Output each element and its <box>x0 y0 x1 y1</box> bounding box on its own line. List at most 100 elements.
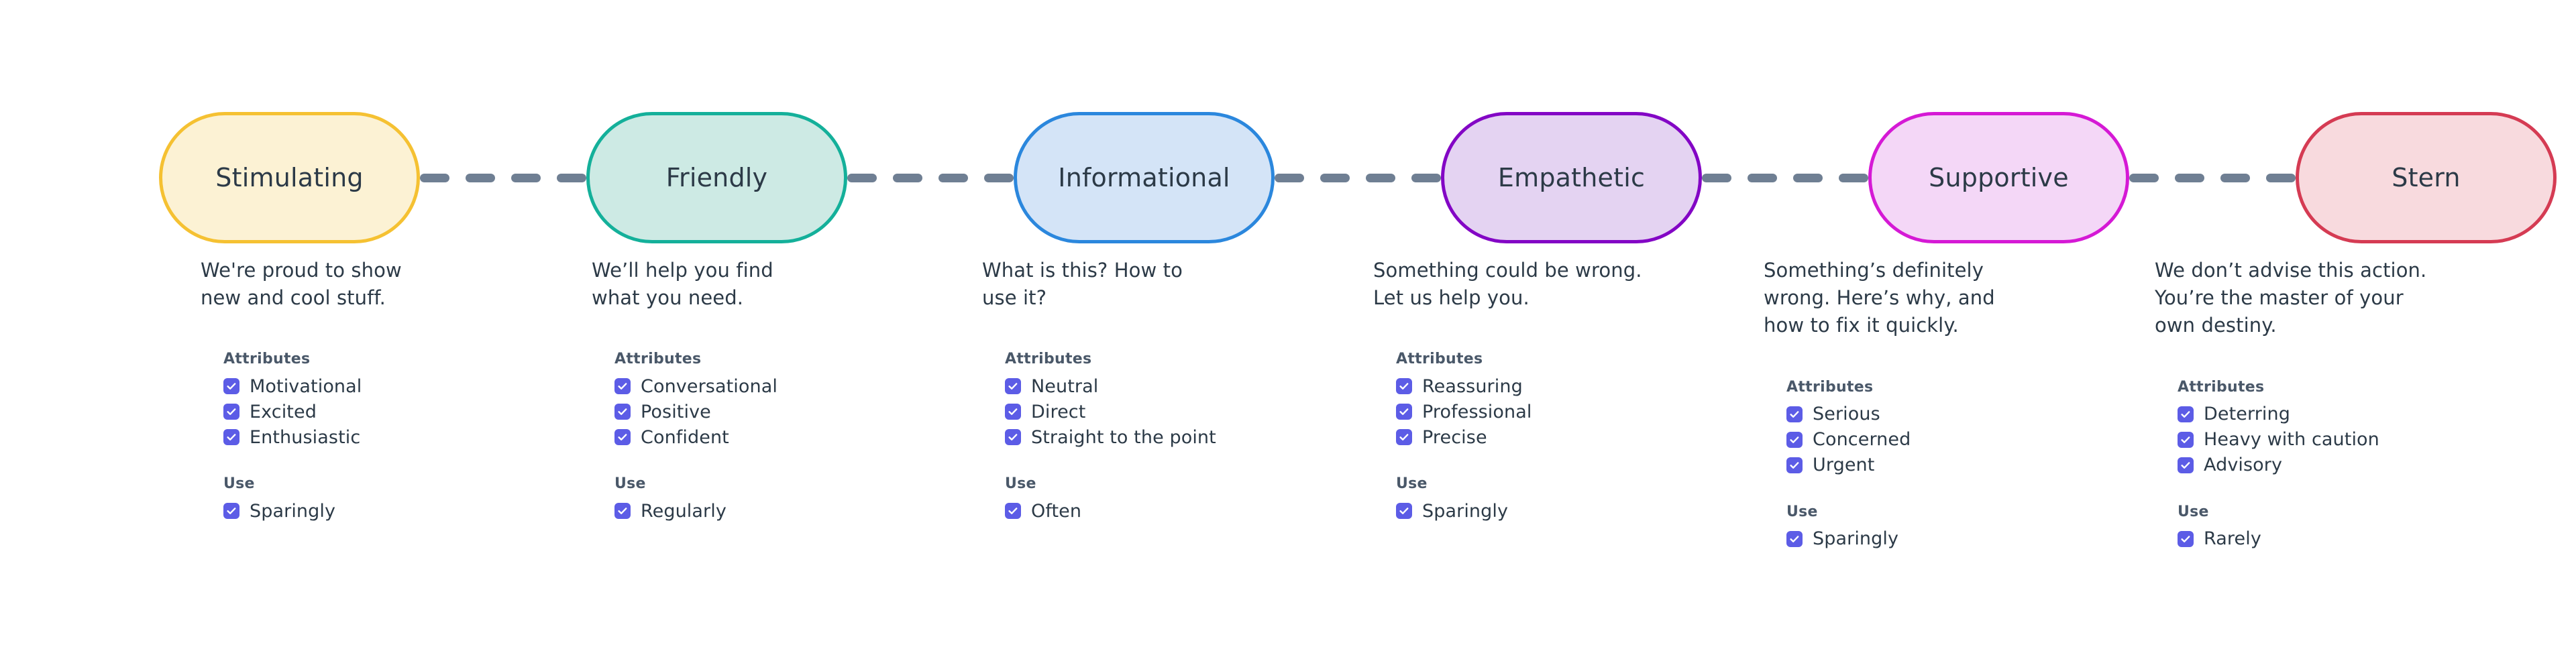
dashed-line-icon <box>1702 112 1868 243</box>
checkmark-icon[interactable] <box>1786 457 1803 473</box>
checkbox-row[interactable]: Reassuring <box>1396 373 1680 399</box>
tone-description: What is this? How to use it? <box>982 259 1183 310</box>
checkbox-row[interactable]: Deterring <box>2178 402 2462 427</box>
group-title-attributes: Attributes <box>2178 378 2265 396</box>
checkbox-row[interactable]: Neutral <box>1005 373 1289 399</box>
checkbox-row[interactable]: Conversational <box>614 373 899 399</box>
checkmark-icon[interactable] <box>2178 457 2194 473</box>
checkmark-icon[interactable] <box>1396 503 1412 520</box>
tone-pill-empathetic[interactable]: Empathetic <box>1441 112 1702 243</box>
checkmark-icon[interactable] <box>2178 406 2194 422</box>
checkmark-icon[interactable] <box>2178 431 2194 448</box>
checkbox-row[interactable]: Professional <box>1396 399 1680 424</box>
checkmark-icon[interactable] <box>223 378 239 395</box>
checkmark-icon[interactable] <box>1005 378 1021 395</box>
checkbox-label: Rarely <box>2204 528 2261 550</box>
checkmark-icon[interactable] <box>1786 406 1803 422</box>
checkbox-row[interactable]: Precise <box>1396 424 1680 450</box>
checkbox-row[interactable]: Positive <box>614 399 899 424</box>
checkbox-row[interactable]: Straight to the point <box>1005 424 1289 450</box>
tone-detail-stimulating: We're proud to show new and cool stuff. A… <box>159 257 508 524</box>
tone-pill-friendly[interactable]: Friendly <box>586 112 847 243</box>
tone-pill-label: Friendly <box>665 163 768 192</box>
checkbox-row[interactable]: Urgent <box>1786 453 2071 478</box>
checkmark-icon[interactable] <box>1396 429 1412 446</box>
checkmark-icon[interactable] <box>223 404 239 420</box>
checkbox-label: Deterring <box>2204 404 2290 425</box>
tone-detail-row: We're proud to show new and cool stuff. A… <box>0 257 2576 558</box>
tone-pill-label: Informational <box>1058 163 1230 192</box>
checkbox-row[interactable]: Sparingly <box>1396 498 1680 524</box>
tone-pill-label: Stimulating <box>215 163 364 192</box>
checkmark-icon[interactable] <box>2178 530 2194 547</box>
checkmark-icon[interactable] <box>1005 429 1021 446</box>
checkbox-label: Concerned <box>1813 429 1911 451</box>
tone-description: We’ll help you find what you need. <box>592 259 773 310</box>
checkbox-row[interactable]: Heavy with caution <box>2178 427 2462 453</box>
checkbox-label: Sparingly <box>1813 528 1899 550</box>
checkbox-row[interactable]: Sparingly <box>223 498 508 524</box>
tone-description: We're proud to show new and cool stuff. <box>201 259 402 310</box>
group-title-attributes: Attributes <box>1005 351 1092 368</box>
checkmark-icon[interactable] <box>614 404 631 420</box>
checkbox-row[interactable]: Advisory <box>2178 453 2462 478</box>
checkmark-icon[interactable] <box>223 503 239 520</box>
checkbox-row[interactable]: Confident <box>614 424 899 450</box>
checkmark-icon[interactable] <box>1005 503 1021 520</box>
checkmark-icon[interactable] <box>1786 530 1803 547</box>
checkbox-label: Positive <box>641 401 711 422</box>
checkmark-icon[interactable] <box>223 429 239 446</box>
group-title-attributes: Attributes <box>614 351 702 368</box>
tone-pill-row: Stimulating Friendly Informational Empathet… <box>159 112 2557 243</box>
checkbox-label: Direct <box>1031 401 1086 422</box>
tone-pill-stern[interactable]: Stern <box>2296 112 2557 243</box>
dashed-line-icon <box>847 112 1014 243</box>
dash-segment <box>1275 173 1304 182</box>
checkmark-icon[interactable] <box>1786 431 1803 448</box>
group-title-attributes: Attributes <box>1786 378 1874 396</box>
checkmark-icon[interactable] <box>614 503 631 520</box>
dash-segment <box>466 173 495 182</box>
dash-segment <box>511 173 541 182</box>
tone-pill-supportive[interactable]: Supportive <box>1868 112 2129 243</box>
tone-detail-friendly: We’ll help you find what you need. Attrib… <box>550 257 899 524</box>
tone-detail-supportive: Something’s definitely wrong. Here’s why… <box>1722 257 2071 552</box>
checkbox-row[interactable]: Sparingly <box>1786 526 2071 552</box>
checkbox-row[interactable]: Often <box>1005 498 1289 524</box>
tone-pill-stimulating[interactable]: Stimulating <box>159 112 420 243</box>
checkbox-label: Heavy with caution <box>2204 429 2379 451</box>
checkbox-row[interactable]: Regularly <box>614 498 899 524</box>
checkbox-label: Regularly <box>641 500 727 522</box>
checkbox-row[interactable]: Rarely <box>2178 526 2462 552</box>
checkbox-row[interactable]: Enthusiastic <box>223 424 508 450</box>
checkbox-row[interactable]: Excited <box>223 399 508 424</box>
checkmark-icon[interactable] <box>1396 404 1412 420</box>
checkbox-row[interactable]: Serious <box>1786 402 2071 427</box>
checkmark-icon[interactable] <box>1005 404 1021 420</box>
checkmark-icon[interactable] <box>614 429 631 446</box>
dash-segment <box>1839 173 1868 182</box>
checkbox-label: Advisory <box>2204 455 2283 476</box>
checkmark-icon[interactable] <box>1396 378 1412 395</box>
checkbox-row[interactable]: Concerned <box>1786 427 2071 453</box>
checkbox-label: Sparingly <box>250 500 336 522</box>
group-title-use: Use <box>223 475 255 493</box>
checkbox-row[interactable]: Direct <box>1005 399 1289 424</box>
checkmark-icon[interactable] <box>614 378 631 395</box>
tone-pill-informational[interactable]: Informational <box>1014 112 1275 243</box>
dash-segment <box>1793 173 1823 182</box>
checkbox-row[interactable]: Motivational <box>223 373 508 399</box>
dashed-line-icon <box>2129 112 2296 243</box>
dashed-line-icon <box>420 112 586 243</box>
